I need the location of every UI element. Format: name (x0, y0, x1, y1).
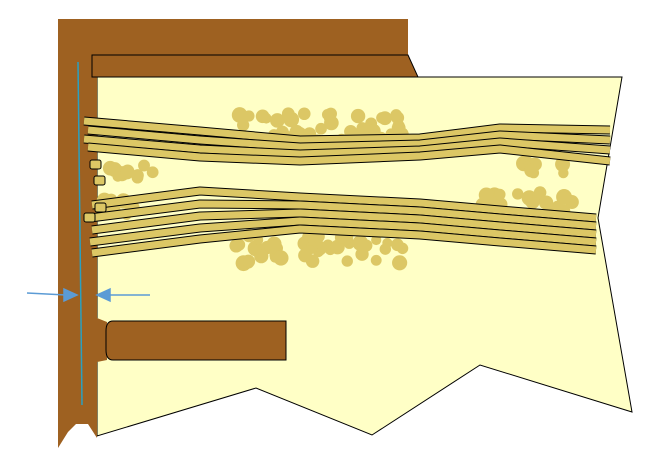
fiber-strip (83, 117, 611, 144)
fiber-strip (83, 135, 611, 158)
fiber-blob (392, 255, 408, 271)
fiber-blob (524, 163, 538, 178)
fiber-blob (321, 109, 334, 121)
fiber-fragment (93, 175, 106, 186)
fiber-blob (512, 188, 524, 200)
fiber-blob (494, 188, 506, 201)
fiber-blob (556, 189, 572, 205)
fiber-strip (87, 126, 611, 151)
top-brown-bar (91, 54, 419, 78)
fiber-blob (242, 257, 255, 269)
fiber-blob (297, 107, 311, 121)
fiber-strip (89, 200, 597, 230)
arrow-left-icon (95, 287, 150, 303)
fiber-blob (254, 249, 269, 264)
fiber-fragment (83, 212, 96, 223)
fiber-blob (266, 236, 282, 252)
fiber-blob (371, 234, 382, 246)
lower-brown-bar (105, 320, 287, 361)
fiber-blob (237, 118, 250, 132)
fiber-blob (533, 186, 547, 199)
fiber-fragment (89, 159, 102, 170)
fiber-blob (390, 109, 402, 121)
fiber-strip (89, 217, 597, 246)
reference-line (77, 61, 83, 406)
fiber-strip (91, 187, 597, 222)
fiber-blob (370, 254, 382, 266)
fiber-blob (382, 237, 393, 249)
fiber-blob (282, 109, 294, 122)
fiber-blob (243, 110, 255, 122)
fiber-blob (146, 166, 159, 179)
fiber-fragment (94, 202, 107, 213)
fiber-blob (260, 112, 272, 124)
fiber-blob (478, 187, 494, 203)
brown-wall (58, 19, 419, 448)
fiber-blob (138, 159, 150, 172)
fiber-strip (91, 225, 597, 257)
fiber-blob (315, 122, 327, 135)
fiber-blob (352, 235, 369, 251)
fiber-bundles (83, 116, 611, 258)
fiber-blob (341, 255, 353, 267)
fiber-blob (120, 165, 134, 180)
fiber-blob (231, 107, 248, 123)
fiber-blob (355, 247, 369, 261)
fiber-blob (377, 111, 392, 126)
fiber-blob (350, 108, 366, 124)
fiber-blob (305, 254, 320, 268)
fiber-blob (229, 239, 243, 253)
fiber-strip (87, 143, 611, 165)
arrow-right-icon (26, 287, 79, 303)
fiber-blob (273, 250, 289, 266)
fiber-strip (91, 209, 597, 238)
fiber-blob (391, 238, 404, 252)
fiber-blob (131, 169, 144, 182)
fiber-blob (270, 113, 285, 128)
fiber-blob (522, 191, 534, 202)
